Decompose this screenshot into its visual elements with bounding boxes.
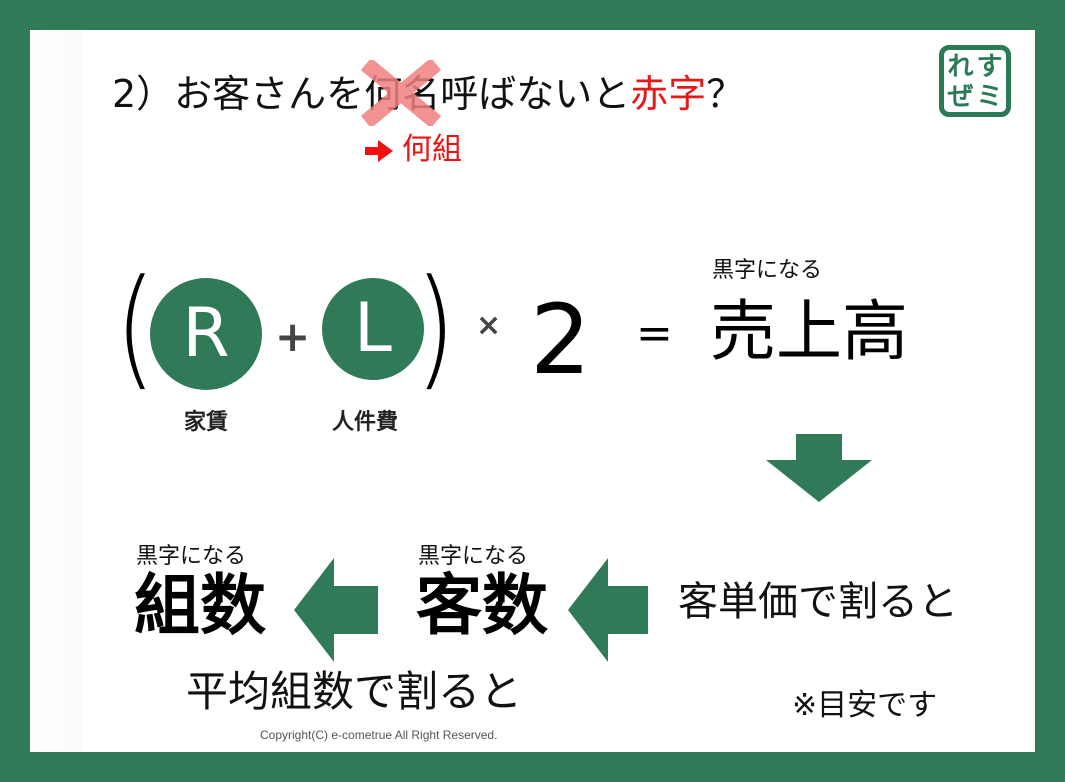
- close-paren: ): [415, 251, 456, 403]
- times-sign: ×: [476, 308, 502, 343]
- left-arrow-icon: [568, 558, 648, 662]
- rent-symbol: R: [182, 294, 230, 373]
- group-count-result: 組数: [134, 567, 266, 644]
- slide-title: 2）お客さんを何名呼ばないと赤字？: [112, 60, 745, 126]
- correction-text: 何組: [402, 132, 462, 167]
- estimate-note: ※目安です: [792, 688, 938, 723]
- correction-line: 何組: [364, 132, 462, 168]
- customer-count-caption: 黒字になる: [418, 544, 529, 569]
- divide-by-avg-group: 平均組数で割ると: [186, 667, 523, 716]
- rent-circle: R: [150, 278, 262, 390]
- copyright: Copyright(C) e-cometrue All Right Reserv…: [260, 728, 498, 742]
- wasuzemi-logo: れ す ぜ ミ: [939, 45, 1011, 117]
- title-middle: 呼ばないと: [440, 72, 631, 116]
- group-count-caption: 黒字になる: [136, 544, 247, 569]
- customer-count-result: 客数: [416, 567, 548, 644]
- slide: 2）お客さんを何名呼ばないと赤字？ 何組 れ す ぜ ミ ( R + L ) ×…: [30, 30, 1035, 752]
- right-arrow-icon: [365, 139, 393, 162]
- slide-shade: [30, 30, 82, 752]
- plus-sign: +: [275, 312, 311, 361]
- labor-circle: L: [322, 278, 424, 380]
- left-arrow-icon: [294, 558, 378, 662]
- sales-result: 売上高: [710, 293, 908, 370]
- open-paren: (: [115, 251, 156, 403]
- title-red-word: 赤字: [630, 72, 707, 116]
- labor-label: 人件費: [332, 410, 399, 435]
- sales-caption: 黒字になる: [712, 258, 823, 283]
- divide-by-unit-price: 客単価で割ると: [678, 579, 958, 625]
- rent-label: 家賃: [184, 410, 229, 435]
- equals-sign: =: [636, 308, 673, 359]
- down-arrow-icon: [766, 434, 872, 502]
- title-suffix: ？: [706, 72, 745, 116]
- title-prefix: 2）お客さんを: [112, 72, 365, 116]
- multiplier: 2: [530, 284, 592, 396]
- struck-word: 何名: [361, 60, 442, 126]
- labor-symbol: L: [354, 289, 392, 368]
